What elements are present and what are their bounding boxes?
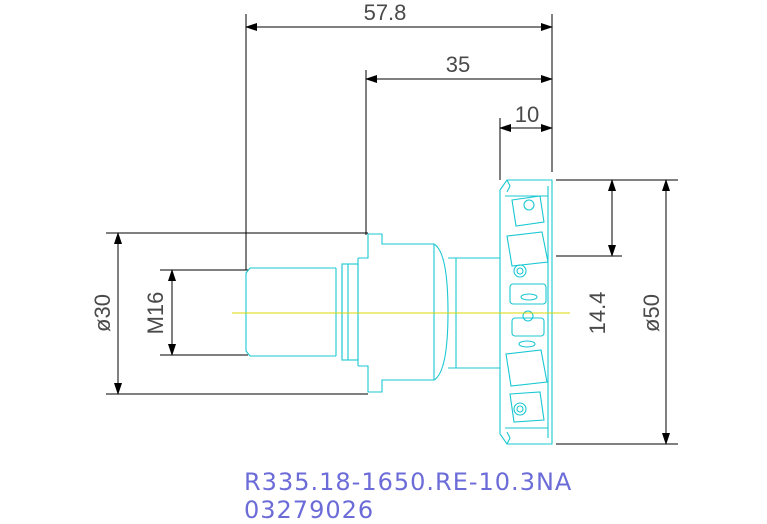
tool-outline — [245, 179, 553, 445]
dimension-thread: M16 — [143, 269, 248, 356]
order-number: 03279026 — [244, 496, 375, 524]
dimension-cutting-width: 10 — [499, 102, 553, 180]
dimension-gauge-length: 35 — [365, 52, 553, 235]
dimension-diameter-shank: ø30 — [90, 232, 368, 395]
dimension-label-57-8: 57.8 — [364, 0, 407, 25]
dimension-label-35: 35 — [446, 52, 470, 77]
dimension-depth: 14.4 — [556, 179, 622, 335]
dimension-label-d50: ø50 — [639, 294, 664, 332]
dimension-label-10: 10 — [515, 102, 539, 127]
dimension-diameter-cutter: ø50 — [556, 179, 678, 445]
dimension-label-d30: ø30 — [90, 294, 115, 332]
dimension-label-m16: M16 — [143, 292, 168, 335]
dimension-overall-length: 57.8 — [245, 0, 553, 270]
product-code: R335.18-1650.RE-10.3NA — [244, 468, 573, 496]
dimension-label-14-4: 14.4 — [585, 292, 610, 335]
